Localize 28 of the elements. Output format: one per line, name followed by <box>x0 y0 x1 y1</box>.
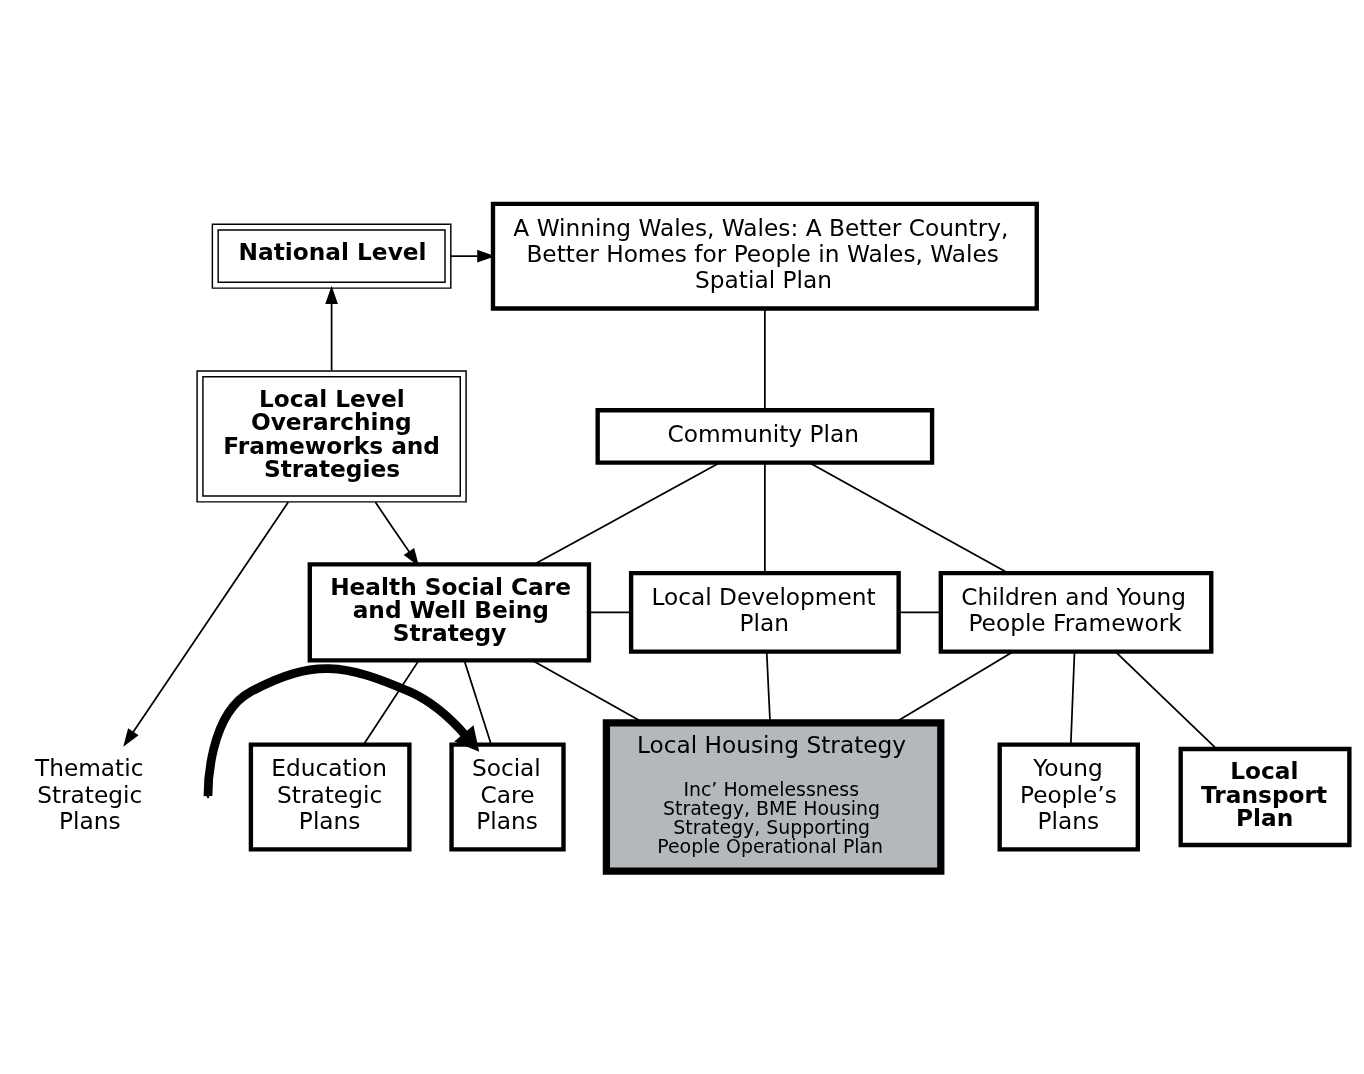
node-box: Children and Young People Framework <box>938 570 1214 654</box>
arrow <box>325 285 338 372</box>
node-box: Local Level Overarching Frameworks and Strategies <box>196 369 467 503</box>
node-box: Education Strategic Plans <box>248 742 412 852</box>
node-box: Young People’s Plans <box>997 742 1140 852</box>
arrow <box>123 500 290 747</box>
node-box: Local Development Plan <box>628 570 901 654</box>
connector <box>588 611 632 613</box>
node-box: National Level <box>211 222 452 289</box>
node-box: Local Housing Strategy Inc’ Homelessness Strategy, BME Housing Strategy, Supporting People Operational Plan <box>602 718 945 875</box>
connector <box>764 307 766 411</box>
connector <box>765 650 771 723</box>
node-box: Local Transport Plan <box>1178 746 1352 847</box>
connector <box>898 611 942 613</box>
connector <box>362 659 420 745</box>
node-box: Community Plan <box>595 407 935 465</box>
connector <box>808 461 1009 574</box>
node-box: A Winning Wales, Wales: A Better Country, Better Homes for People in Wales, Wales Spatial Plan <box>490 201 1039 311</box>
arrow <box>374 500 420 566</box>
node-text: Thematic Strategic Plans <box>34 753 144 834</box>
connector <box>463 659 493 745</box>
connector <box>533 461 721 565</box>
connector <box>764 461 766 574</box>
node-box: Social Care Plans <box>449 742 566 852</box>
node-box: Health Social Care and Well Being Strategy <box>307 561 592 663</box>
connector <box>1114 650 1217 749</box>
connector <box>1069 650 1076 745</box>
arrow <box>203 663 480 796</box>
